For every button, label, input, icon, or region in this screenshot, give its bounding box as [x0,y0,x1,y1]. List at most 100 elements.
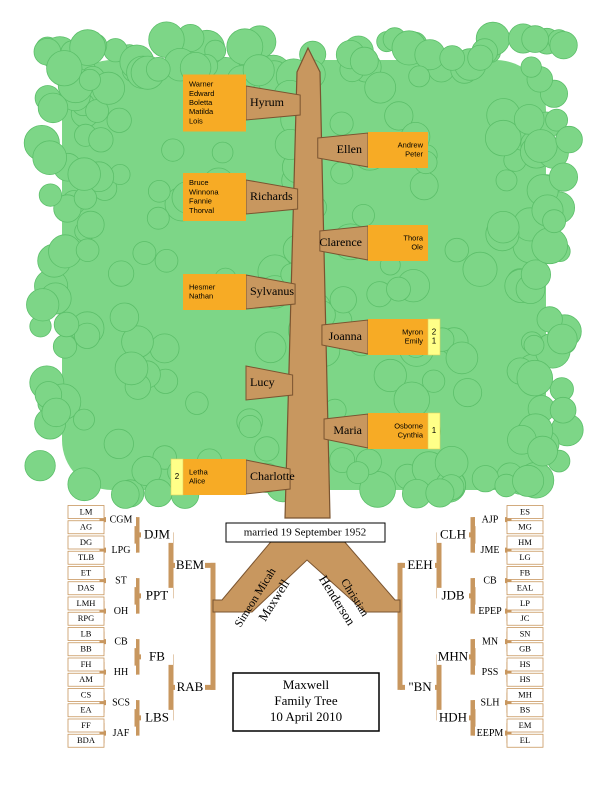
ancestor-initials: AG [80,522,92,532]
great-great-grandparent-right: ES [506,505,544,519]
connector [205,684,216,690]
count-value: 2 [175,472,180,481]
grandparent-left: FB [141,648,173,665]
great-grandparent-left: CB [106,635,136,649]
ancestor-initials: GB [519,644,531,654]
name-box [506,642,544,657]
foliage-leaf [254,436,280,462]
foliage-leaf [373,358,407,393]
name-box [475,574,505,588]
grandchild-name: Winnona [189,187,219,196]
grandchild-name: Letha [189,467,209,476]
name-box [106,543,136,557]
grandchild-name: Osborne [394,421,423,430]
ancestor-initials: RPG [78,613,95,623]
ancestor-initials: CB [114,636,128,647]
ancestor-initials: HM [518,537,532,547]
parent-left: BEM [175,557,205,574]
grandchild-name: Andrew [398,140,424,149]
foliage-leaf [74,322,101,349]
foliage-leaf [38,183,63,207]
ancestor-initials: JDB [441,587,464,602]
foliage-leaf [146,57,171,82]
name-box [67,657,105,672]
foliage-leaf [185,391,209,415]
great-great-grandparent-right: FB [506,566,544,580]
foliage-leaf [46,50,83,87]
great-great-grandparent-left: RPG [67,611,105,626]
ancestor-initials: DG [80,537,92,547]
foliage-leaf [144,478,173,508]
name-box [106,513,136,527]
foliage-leaf [487,210,520,244]
name-box [475,543,505,557]
name-box [106,574,136,588]
name-box [506,611,544,626]
great-great-grandparent-right: HS [506,657,544,672]
grandparent-left: LBS [141,709,173,726]
grandchild-name: Ole [411,243,423,252]
foliage-leaf [346,461,370,485]
foliage-leaf [26,288,60,322]
foliage-leaf [75,238,100,263]
ancestor-initials: ST [115,575,127,586]
great-great-grandparent-right: HM [506,535,544,550]
foliage-leaf [384,101,414,131]
great-great-grandparent-left: AG [67,520,105,535]
great-great-grandparent-left: FF [67,718,105,733]
branch [245,365,294,401]
parent-right: "BN [405,679,435,696]
name-box [141,709,173,726]
ancestor-initials: SCS [112,697,130,708]
title-frame [232,672,380,732]
foliage-leaf [549,162,579,192]
ancestor-initials: LPG [112,545,131,556]
ancestor-initials: CB [483,575,497,586]
great-great-grandparent-left: DAS [67,581,105,596]
foliage-leaf [546,323,578,355]
great-great-grandparent-right: MG [506,520,544,535]
name-box [506,657,544,672]
count-box [427,412,441,450]
grandchildren-box [183,173,246,221]
foliage-leaf [471,465,499,493]
foliage-leaf [88,127,114,153]
foliage-leaf [467,44,494,71]
tree-trunk [212,46,401,613]
foliage-leaf [37,92,69,124]
name-box [67,627,105,641]
foliage-leaf [349,46,379,76]
name-box [175,679,205,696]
name-box [67,733,105,748]
foliage-leaf [103,428,134,459]
foliage-leaf [53,311,80,338]
foliage-leaf [329,111,354,136]
ancestor-initials: PPT [146,587,168,602]
count-box [427,318,441,356]
name-box [506,566,544,580]
foliage-leaf [76,210,105,239]
great-great-grandparent-right: MH [506,688,544,702]
ancestor-initials: BB [80,644,92,654]
foliage-leaf [439,45,466,71]
foliage-leaf [516,359,553,397]
great-grandparent-left: JAF [106,726,136,740]
grandchild-name: Thora [403,233,423,242]
connector [205,562,216,568]
foliage-leaf [512,464,545,497]
great-great-grandparent-left: AM [67,672,105,687]
grandparent-right: MHN [437,648,469,665]
foliage-leaf [485,119,522,157]
name-box [67,520,105,535]
foliage-leaf [453,378,483,408]
name-box [506,718,544,733]
foliage-leaf [329,286,357,314]
foliage-leaf [161,138,185,162]
foliage-leaf [108,260,135,287]
ancestor-initials: MH [518,689,532,699]
foliage-leaf [393,381,430,418]
